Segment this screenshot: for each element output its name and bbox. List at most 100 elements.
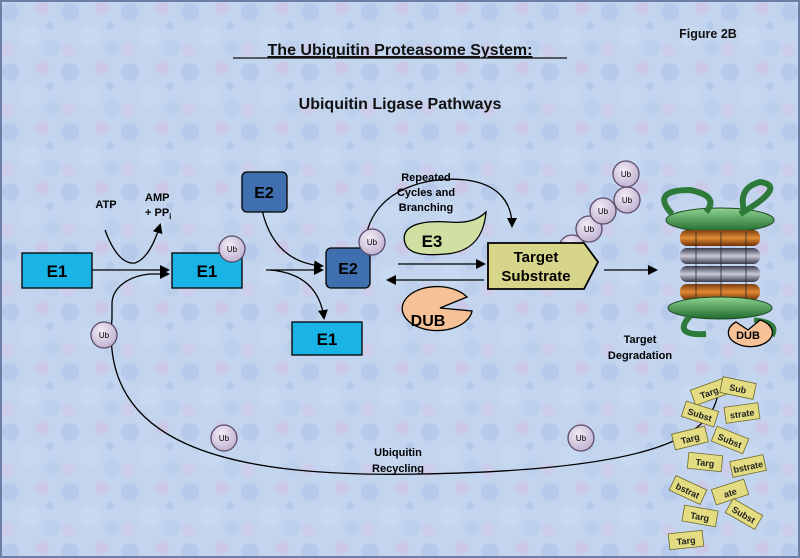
- proteasome-bottom-arm: [680, 313, 707, 338]
- proteasome-seam-2: [720, 232, 722, 298]
- e3-label: E3: [422, 232, 443, 251]
- recycling-label-2: Recycling: [372, 463, 424, 475]
- ub-recycling-middle: Ub: [210, 424, 238, 452]
- fragment-label: Targ: [676, 535, 696, 547]
- fragment-label: Sub: [728, 382, 747, 395]
- ub-on-e1-label: Ub: [227, 245, 238, 254]
- proteasome-top-arm-left: [661, 186, 714, 217]
- ub-chain-3-label: Ub: [598, 207, 609, 216]
- fragment-shape: [681, 504, 719, 528]
- ub-recycling-left-shape: [90, 321, 118, 349]
- ub-chain-3: Ub: [589, 197, 617, 225]
- arrow-e1-release: [269, 269, 328, 320]
- ub-on-e2: Ub: [358, 228, 386, 256]
- fragment-8: bstrate: [729, 454, 767, 478]
- ub-chain-4: Ub: [613, 186, 641, 214]
- proteasome-ring-4: [680, 284, 760, 300]
- fragment-label: Targ: [690, 510, 710, 523]
- e1-free-shape: [21, 252, 93, 289]
- repeated-label-3: Branching: [399, 202, 453, 214]
- ub-recycling-middle-shape: [210, 424, 238, 452]
- ub-recycling-right-shape: [567, 424, 595, 452]
- fragment-shape: [719, 376, 757, 400]
- ppi-text: + PP: [145, 207, 169, 219]
- e2-ub-box: E2: [325, 247, 371, 289]
- dub-proteasome-shape: [727, 319, 773, 348]
- fragment-6: Subst: [710, 425, 750, 455]
- e1-free-box: E1: [21, 252, 93, 289]
- e2-top-box: E2: [241, 171, 288, 213]
- proteasome-top-arm-right: [738, 178, 774, 217]
- arrow-atp-to-amp: [104, 223, 163, 264]
- diagram-subtitle: Ubiquitin Ligase Pathways: [299, 96, 502, 113]
- fragment-13: Targ: [667, 529, 705, 551]
- ub-on-e2-shape: [358, 228, 386, 256]
- proteasome-seam-3: [745, 232, 747, 298]
- amp-label: AMP: [145, 192, 169, 204]
- fragment-11: Targ: [681, 504, 719, 528]
- degradation-label-2: Degradation: [608, 350, 672, 362]
- dub-proteasome-label: DUB: [736, 330, 760, 342]
- ub-chain-2-label: Ub: [584, 225, 595, 234]
- fragment-shape: [668, 475, 708, 505]
- ub-chain-4-label: Ub: [622, 196, 633, 205]
- dub-proteasome: DUB: [727, 319, 773, 348]
- e3-shape: [403, 210, 487, 256]
- fragment-shape: [667, 529, 705, 551]
- fragment-shape: [729, 454, 767, 478]
- e1-released-shape: [291, 321, 363, 356]
- fragment-1: Targ: [689, 378, 729, 406]
- proteasome-ring-2: [680, 248, 760, 264]
- proteasome-ring-1: [680, 230, 760, 246]
- target-substrate: Target Substrate: [487, 242, 600, 290]
- diagram-title: The Ubiquitin Proteasome System:: [268, 42, 533, 59]
- ub-recycling-left-label: Ub: [99, 331, 110, 340]
- fragment-7: Targ: [686, 451, 724, 473]
- fragment-shape: [710, 425, 750, 455]
- proteasome-ring-3: [680, 266, 760, 282]
- fragment-shape: [680, 400, 720, 428]
- degradation-label-1: Target: [624, 334, 657, 346]
- ub-on-e1: Ub: [218, 235, 246, 263]
- e1-free-label: E1: [47, 262, 68, 281]
- ub-recycling-right: Ub: [567, 424, 595, 452]
- fragment-3: Subst: [680, 400, 720, 428]
- target-line-2: Substrate: [501, 268, 570, 285]
- ub-on-e2-label: Ub: [367, 238, 378, 247]
- arrow-repeated-cycles: [364, 178, 517, 243]
- ub-chain-3-shape: [589, 197, 617, 225]
- fragment-shape: [671, 425, 709, 451]
- dub-shape: [401, 285, 473, 332]
- recycling-label-1: Ubiquitin: [374, 447, 422, 459]
- fragment-2: Sub: [719, 376, 757, 400]
- ub-chain-2-shape: [575, 215, 603, 243]
- arrow-e2-loading: [261, 209, 324, 271]
- target-substrate-shape: [487, 242, 600, 290]
- proteasome-top-cap: [665, 207, 775, 233]
- ub-chain-5: Ub: [612, 160, 640, 188]
- ub-chain-5-shape: [612, 160, 640, 188]
- dub-enzyme: DUB: [401, 285, 473, 332]
- fragment-9: bstrat: [668, 475, 708, 505]
- ub-chain-5-label: Ub: [621, 170, 632, 179]
- fragment-shape: [724, 498, 764, 530]
- ub-chain-2: Ub: [575, 215, 603, 243]
- fragment-label: strate: [729, 407, 755, 420]
- ub-recycling-right-label: Ub: [576, 434, 587, 443]
- fragment-5: Targ: [671, 425, 709, 451]
- proteasome-bottom-cap: [667, 296, 773, 320]
- repeated-label-1: Repeated: [401, 172, 451, 184]
- ub-on-e1-shape: [218, 235, 246, 263]
- fragment-shape: [686, 451, 724, 473]
- proteasome-seam-1: [695, 232, 697, 298]
- target-line-1: Target: [514, 249, 559, 266]
- repeated-label-2: Cycles and: [397, 187, 455, 199]
- ppi-label: + PPi: [145, 207, 171, 221]
- fragment-shape: [723, 402, 761, 424]
- fragment-label: Targ: [680, 432, 701, 446]
